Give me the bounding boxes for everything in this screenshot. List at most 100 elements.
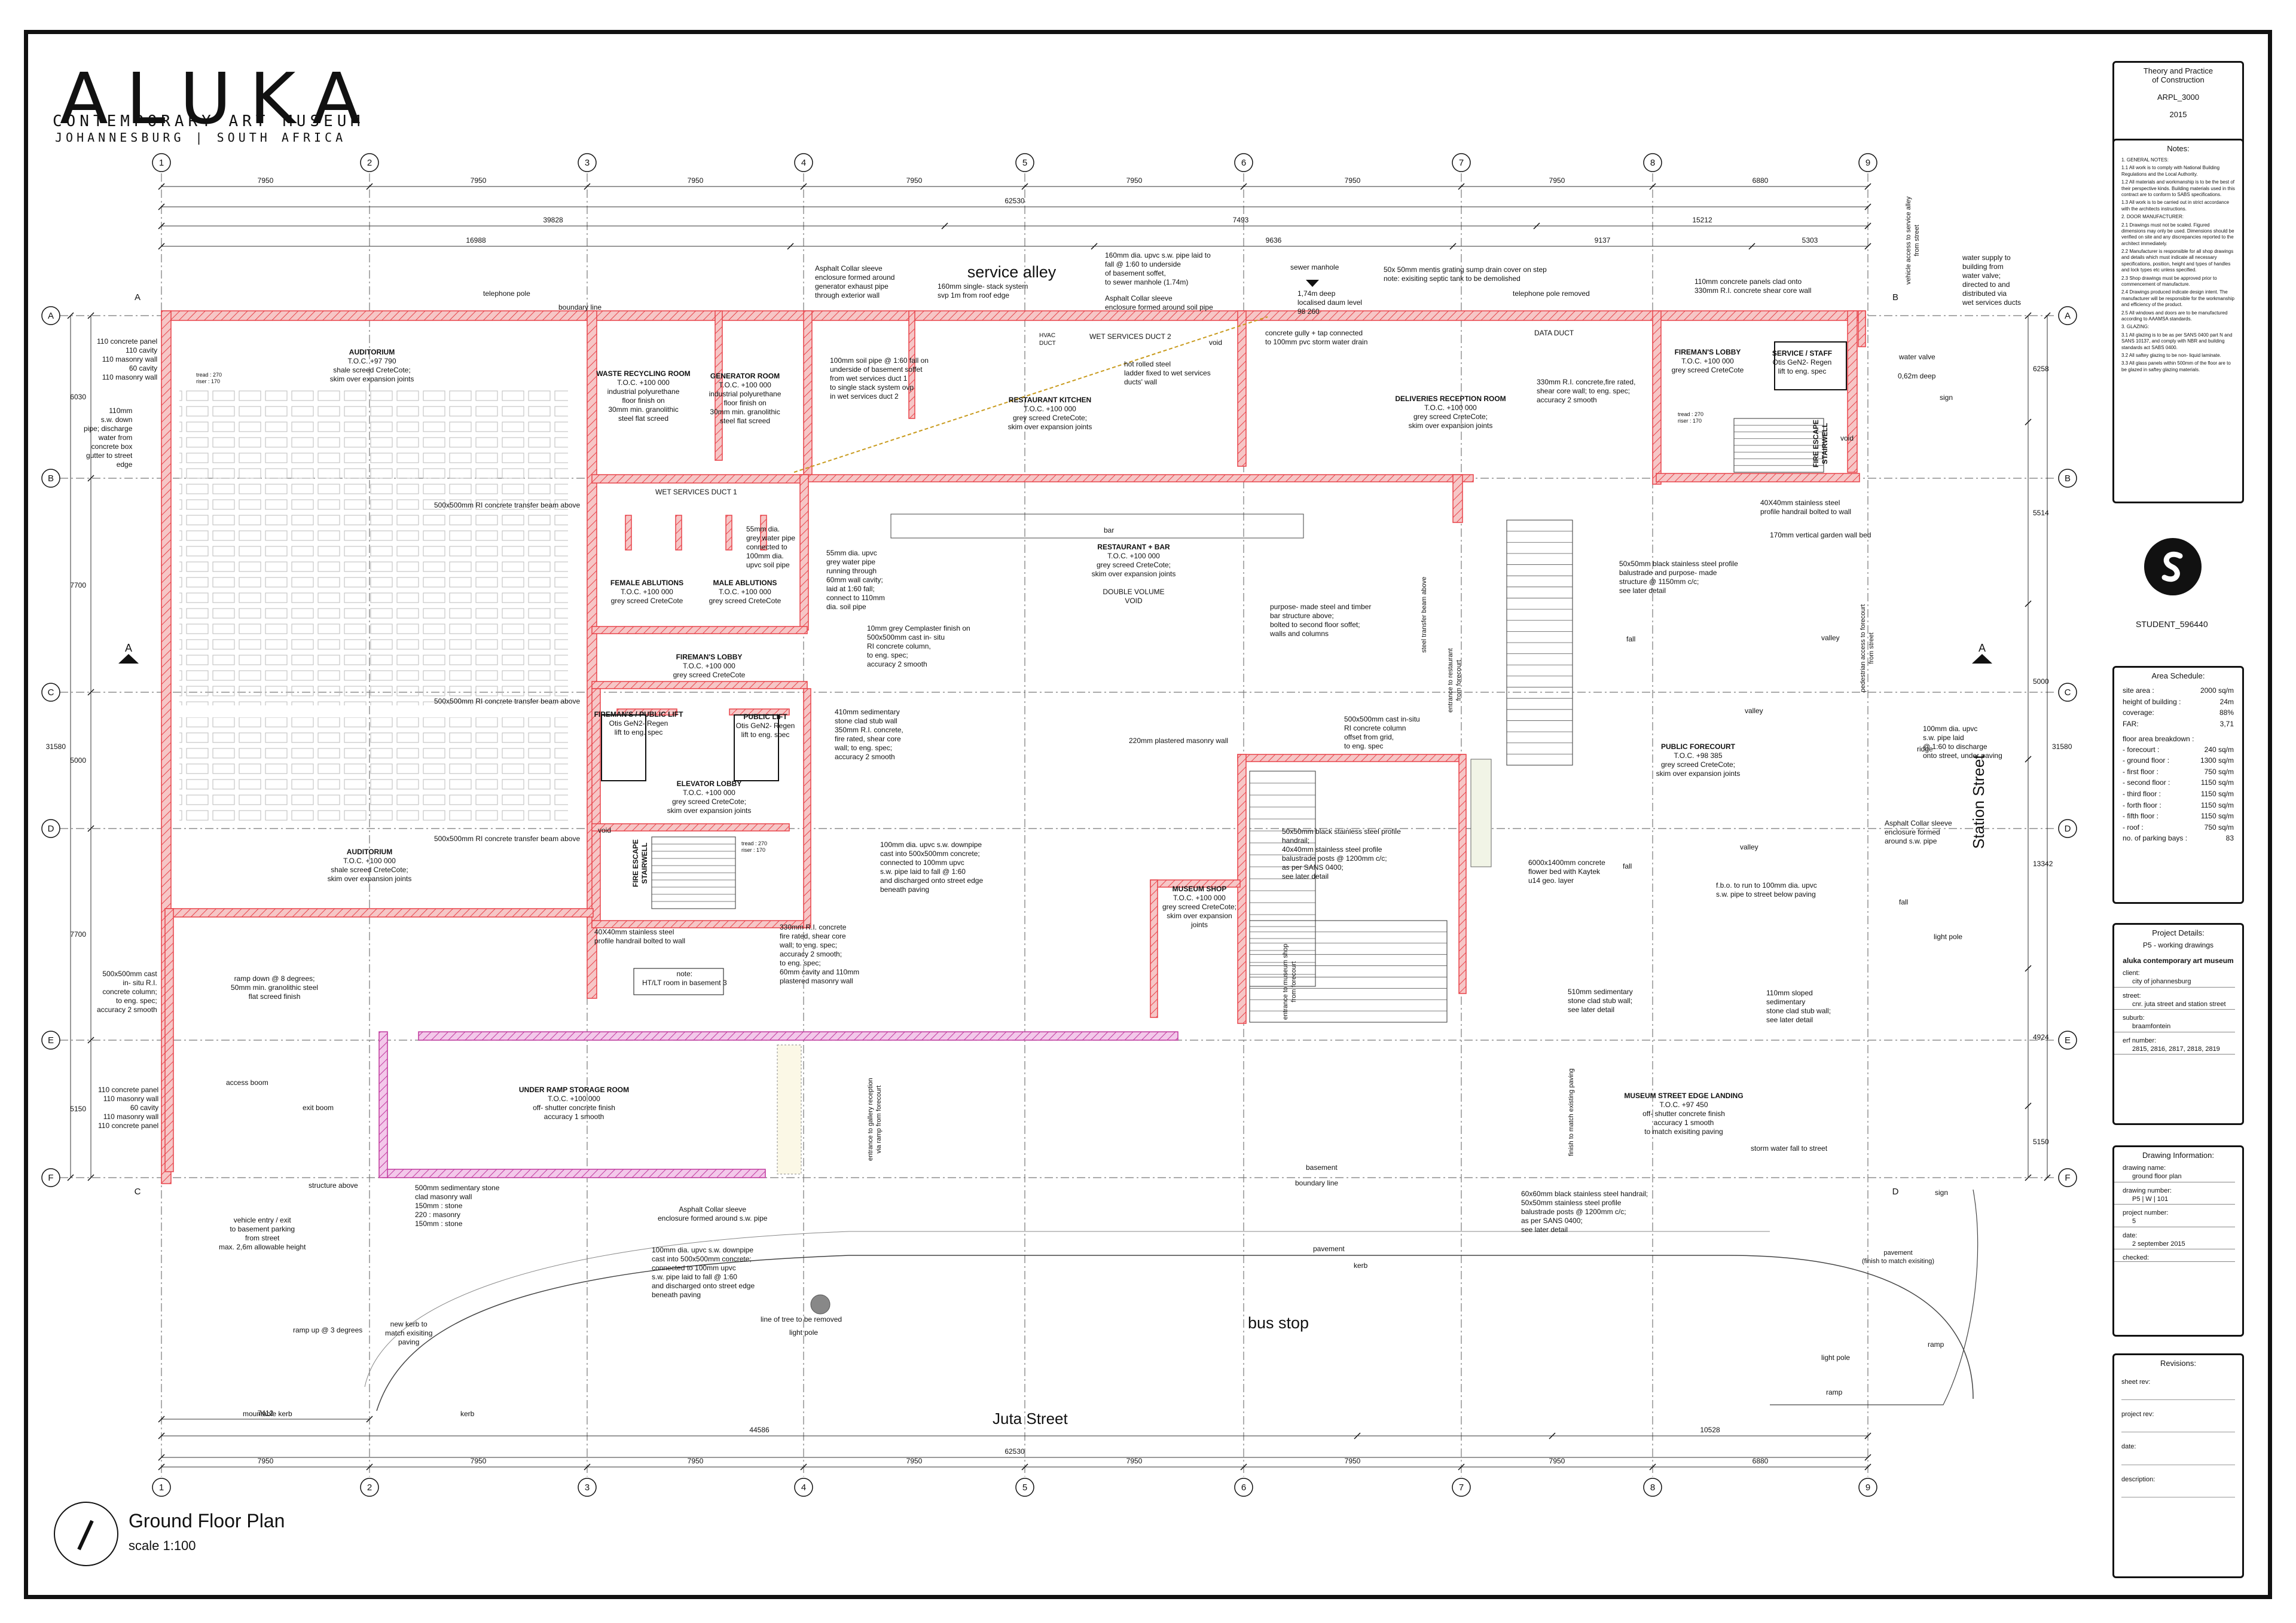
area-key: - fifth floor : <box>2123 812 2159 821</box>
annotation: 50x 50mm mentis grating sump drain cover… <box>1384 265 1547 283</box>
void-label-3: void <box>1840 434 1854 442</box>
valley-label: valley <box>1745 707 1763 715</box>
finish-existing-label: finish to match existing paving <box>1568 1068 1575 1156</box>
dim-top-detail-tick <box>1864 243 1871 250</box>
stair-fire-escape-2 <box>1733 418 1824 473</box>
grid-label-right-F: F <box>2065 1173 2070 1183</box>
annotation: new kerb to match exisiting paving <box>385 1320 433 1346</box>
annotation: 100mm dia. upvc s.w. downpipe cast into … <box>880 840 984 894</box>
dim-top-detail-tick <box>158 243 165 250</box>
area-key: FAR: <box>2123 719 2139 728</box>
dim-bottom-grid-value: 7950 <box>1549 1457 1565 1465</box>
wall-segment <box>1652 310 1662 485</box>
void-label-2: void <box>598 826 612 835</box>
dim-right-rows-value: 5150 <box>2033 1138 2049 1146</box>
pedestrian-access-label: pedestrian access to forecourt from stre… <box>1860 604 1875 692</box>
bar-label: bar <box>1104 526 1115 534</box>
grid-label-left-B: B <box>48 473 54 484</box>
grid-bubble-right-C <box>2058 683 2077 702</box>
dim-top-grid-value: 7950 <box>1549 176 1565 185</box>
notes-title: Notes: <box>2167 144 2190 153</box>
dim-top-sub-value: 39828 <box>543 216 563 224</box>
east-kerb <box>1770 1189 1979 1405</box>
area-row: - roof :750 sq/m <box>2114 822 2242 833</box>
project-number-value: 5 <box>2114 1217 2235 1227</box>
pavement-line <box>364 1231 1770 1387</box>
annotation: hot rolled steel ladder fixed to wet ser… <box>1124 360 1211 386</box>
section-marker-right-icon <box>1972 654 1992 664</box>
dim-top-overall-tick <box>158 203 165 210</box>
wall-segment <box>1237 754 1247 1024</box>
fall-label-3: fall <box>1899 898 1909 906</box>
service-lift-shaft <box>1774 341 1847 390</box>
area-row: site area :2000 sq/m <box>2114 685 2242 696</box>
dim-top-grid-value: 6880 <box>1752 176 1769 185</box>
student-logo <box>2144 538 2202 595</box>
dim-bottom-sub-tick <box>1549 1432 1556 1439</box>
area-row: - second floor :1150 sq/m <box>2114 777 2242 788</box>
brand-location: JOHANNESBURG | SOUTH AFRICA <box>55 130 347 145</box>
mountable-kerb-label: mountable kerb <box>243 1410 292 1418</box>
annotation: 500x500mm cast in-situ RI concrete colum… <box>1344 715 1420 750</box>
dim-right-rows-tick <box>2025 1102 2032 1109</box>
dim-bottom-ramp-tick <box>366 1416 373 1423</box>
revision-field-line <box>2121 1386 2235 1401</box>
wall-segment <box>625 515 632 551</box>
flower-bed <box>1470 759 1492 867</box>
annotation: 10mm grey Cemplaster finish on 500x500mm… <box>867 624 970 668</box>
wall-segment <box>161 310 1866 321</box>
revision-field-label: date: <box>2121 1443 2136 1451</box>
transfer-beam-label-2: 500x500mm RI concrete transfer beam abov… <box>434 697 581 705</box>
annotation: 110mm s.w. down pipe; discharge water fr… <box>84 406 133 469</box>
revisions-box: Revisions: sheet rev:project rev:date:de… <box>2112 1353 2244 1578</box>
annotation: ramp down @ 8 degrees; 50mm min. granoli… <box>231 974 319 1001</box>
area-value: 88% <box>2219 708 2234 717</box>
revision-field: project rev: <box>2114 1411 2242 1433</box>
note-item: 2.4 Drawings produced indicate design in… <box>2121 289 2234 308</box>
dim-top-sub-tick <box>158 222 165 230</box>
course-name: Theory and Practice of Construction <box>2143 66 2213 84</box>
manhole-icon <box>1306 280 1319 287</box>
drawing-name-label: drawing name: <box>2123 1164 2166 1172</box>
pavement-finish-label: pavement (finish to match exisiting) <box>1862 1249 1935 1265</box>
dim-left-rows-value: 5150 <box>70 1105 86 1113</box>
dim-left-overall-value: 31580 <box>46 742 66 751</box>
drawing-info-box: Drawing Information: drawing name: groun… <box>2112 1145 2244 1337</box>
dim-top-overall-value: 62530 <box>1004 197 1025 205</box>
revision-field: date: <box>2114 1443 2242 1465</box>
dim-right-rows-tick <box>2025 1174 2032 1181</box>
boundary-line-label-2: boundary line <box>1295 1179 1339 1187</box>
note-item: 2.3 Shop drawings must be approved prior… <box>2121 275 2217 288</box>
light-pole-label-2: light pole <box>1821 1353 1851 1362</box>
grid-label-top-7: 7 <box>1459 158 1464 168</box>
grid-label-bottom-1: 1 <box>159 1483 164 1493</box>
wall-segment <box>1452 474 1463 523</box>
date-label: date: <box>2123 1231 2138 1239</box>
stair-shop-lower-outline <box>1249 920 1448 1023</box>
station-street-label: Station Street <box>1970 754 1987 849</box>
dim-top-sub-value: 15212 <box>1692 216 1712 224</box>
project-name: aluka contemporary art museum <box>2123 956 2234 965</box>
walls <box>161 310 1866 1184</box>
corner-B: B <box>1892 292 1898 302</box>
entrance-restaurant-label: entrance to restaurant from forecourt <box>1447 648 1463 713</box>
dim-top-detail-tick <box>1748 243 1755 250</box>
dim-left-rows-tick <box>87 1174 94 1181</box>
grid-label-right-E: E <box>2065 1035 2071 1046</box>
grid-bubble-top-9 <box>1858 153 1877 172</box>
client-value: city of johannesburg <box>2114 977 2235 988</box>
dim-top-grid-value: 7950 <box>471 176 487 185</box>
drawing-info-title: Drawing Information: <box>2142 1151 2214 1160</box>
annotation: 160mm dia. upvc s.w. pipe laid to fall @… <box>1105 251 1211 286</box>
annotation: purpose- made steel and timber bar struc… <box>1270 603 1372 638</box>
wall-segment <box>803 310 813 479</box>
storage-wall-segment <box>378 1031 388 1178</box>
grid-bubble-right-E <box>2058 1031 2077 1050</box>
dim-top-grid-value: 7950 <box>1126 176 1143 185</box>
note-item: 2.5 All windows and doors are to be manu… <box>2121 310 2228 322</box>
dim-right-rows-tick <box>2025 418 2032 426</box>
